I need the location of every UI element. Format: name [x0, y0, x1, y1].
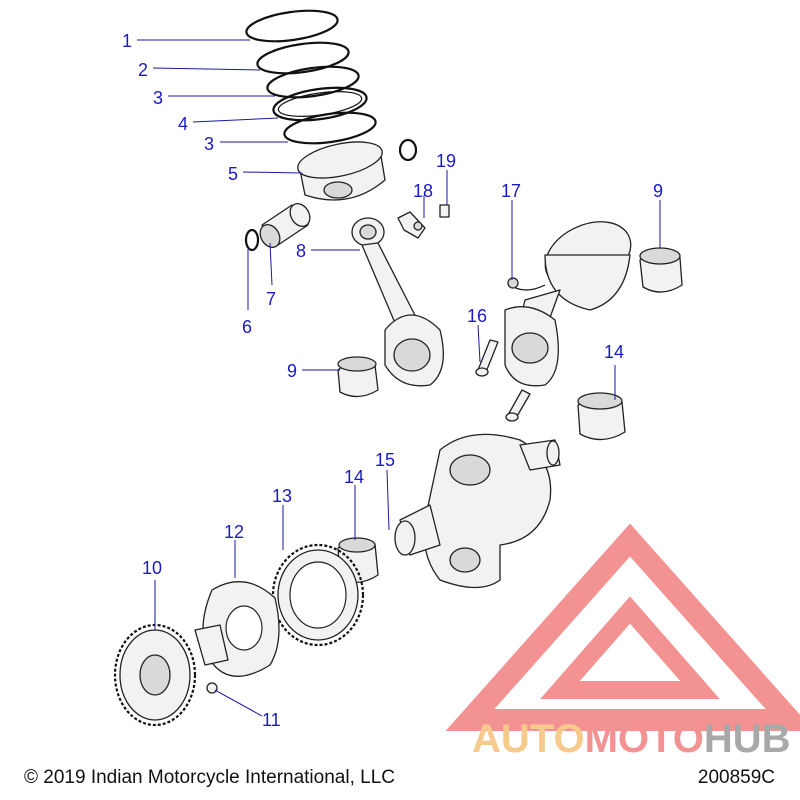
crankshaft — [394, 433, 561, 589]
callout-4: 4 — [178, 114, 188, 134]
callout-9a: 9 — [287, 361, 297, 381]
rod-bolt-16 — [475, 339, 499, 377]
snap-ring-6 — [244, 228, 260, 252]
connecting-rod-left — [351, 217, 444, 387]
callout-8: 8 — [296, 241, 306, 261]
bearing-shell-9-right — [639, 247, 683, 293]
watermark-triangle-inner — [540, 596, 720, 699]
watermark-logo: AUTOMOTOHUB — [445, 523, 800, 761]
callout-3b: 3 — [204, 134, 214, 154]
callout-14a: 14 — [344, 467, 364, 487]
callout-10: 10 — [142, 558, 162, 578]
bearing-shell-9-left — [337, 356, 379, 398]
piston-left — [297, 141, 386, 201]
callout-3a: 3 — [153, 88, 163, 108]
rod-bolt-16b — [505, 389, 531, 422]
callout-13: 13 — [272, 486, 292, 506]
ring-3a — [266, 65, 360, 99]
callout-17: 17 — [501, 181, 521, 201]
ring-2 — [256, 41, 350, 75]
leader-lines — [137, 39, 661, 717]
watermark-triangle-outer — [445, 523, 800, 731]
gear-10 — [113, 623, 197, 727]
oil-jet-18 — [397, 211, 426, 239]
watermark-brand-moto: MOTO — [585, 717, 704, 761]
callout-15: 15 — [375, 450, 395, 470]
piston-pin — [259, 203, 311, 248]
callout-11: 11 — [262, 710, 281, 730]
callout-5: 5 — [228, 164, 238, 184]
oil-jet-17 — [507, 277, 546, 291]
watermark-brand-hub: HUB — [704, 717, 791, 761]
ring-4 — [272, 86, 368, 122]
trigger-plate-12 — [194, 581, 280, 678]
callout-1: 1 — [122, 31, 132, 51]
gear-13 — [271, 543, 365, 647]
callouts: 1 2 3 4 3 5 6 7 8 9 9 10 11 12 13 14 14 … — [122, 31, 663, 730]
screw-11 — [206, 682, 218, 694]
piston-connecting-rod-right — [504, 221, 632, 387]
copyright-text: © 2019 Indian Motorcycle International, … — [24, 767, 395, 788]
callout-6: 6 — [242, 317, 252, 337]
watermark-brand-auto: AUTO — [472, 717, 585, 761]
snap-ring-right — [398, 138, 418, 162]
bolt-19 — [439, 204, 450, 218]
watermark-brand-text: AUTOMOTOHUB — [472, 717, 791, 761]
callout-7: 7 — [266, 289, 276, 309]
callout-19: 19 — [436, 151, 456, 171]
callout-18: 18 — [413, 181, 433, 201]
callout-16: 16 — [467, 306, 487, 326]
callout-9b: 9 — [653, 181, 663, 201]
ring-3b — [283, 111, 377, 145]
callout-2: 2 — [138, 60, 148, 80]
ring-1 — [245, 9, 339, 43]
piston-rings — [245, 9, 377, 145]
callout-14b: 14 — [604, 342, 624, 362]
callout-12: 12 — [224, 522, 244, 542]
diagram-number: 200859C — [698, 767, 775, 788]
main-bearing-14-right — [577, 392, 626, 441]
